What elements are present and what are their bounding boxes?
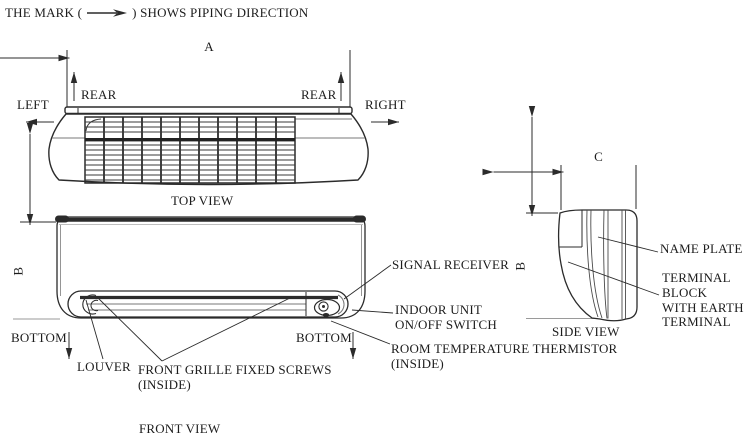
thermistor-dot — [322, 313, 330, 317]
dimension-b-side-lines — [526, 106, 604, 319]
bottom-right-label: BOTTOM — [296, 330, 352, 345]
dim-c-label: C — [594, 149, 603, 164]
piping-right-arrow-icon — [87, 9, 128, 17]
front-leader-lines — [85, 264, 394, 362]
side-view-drawing — [482, 106, 660, 322]
side-view-title: SIDE VIEW — [552, 324, 620, 339]
right-label: RIGHT — [365, 97, 406, 112]
on-off-switch — [305, 292, 341, 317]
note-text-after: ) SHOWS PIPING DIRECTION — [132, 5, 309, 20]
name-plate-label: NAME PLATE — [660, 241, 743, 256]
side-view-body — [557, 209, 638, 322]
piping-direction-note: THE MARK ( ) SHOWS PIPING DIRECTION — [5, 5, 308, 21]
top-view-body — [48, 113, 369, 186]
top-view-rear-bar — [64, 106, 353, 115]
on-off-switch-label: INDOOR UNIT ON/OFF SWITCH — [395, 302, 497, 332]
front-view-drawing — [13, 123, 394, 362]
rear-arrows — [70, 72, 345, 101]
thermistor-label: ROOM TEMPERATURE THERMISTOR (INSIDE) — [391, 341, 618, 371]
top-view-drawing — [0, 50, 399, 186]
front-grille-screws-label: FRONT GRILLE FIXED SCREWS (INSIDE) — [138, 362, 332, 392]
top-view-title: TOP VIEW — [171, 193, 234, 208]
front-view-title: FRONT VIEW — [139, 421, 221, 436]
rear-right-label: REAR — [301, 87, 337, 102]
bottom-left-label: BOTTOM — [11, 330, 67, 345]
terminal-block-label: TERMINAL BLOCK WITH EARTH TERMINAL — [662, 270, 744, 330]
signal-receiver-label: SIGNAL RECEIVER — [392, 257, 509, 272]
top-grille — [84, 116, 296, 184]
louver-label: LOUVER — [77, 359, 131, 374]
dimension-b-front-lines — [13, 123, 60, 320]
dim-b-front-label: B — [10, 266, 26, 276]
louver-band — [67, 290, 349, 318]
note-text-before: THE MARK ( — [5, 5, 83, 20]
rear-left-label: REAR — [81, 87, 117, 102]
dimension-c-lines — [482, 165, 637, 210]
dimension-a-lines — [0, 50, 351, 111]
dim-a-label: A — [204, 39, 214, 54]
dim-b-side-label: B — [512, 261, 528, 271]
side-leader-lines — [567, 236, 660, 296]
left-label: LEFT — [17, 97, 49, 112]
